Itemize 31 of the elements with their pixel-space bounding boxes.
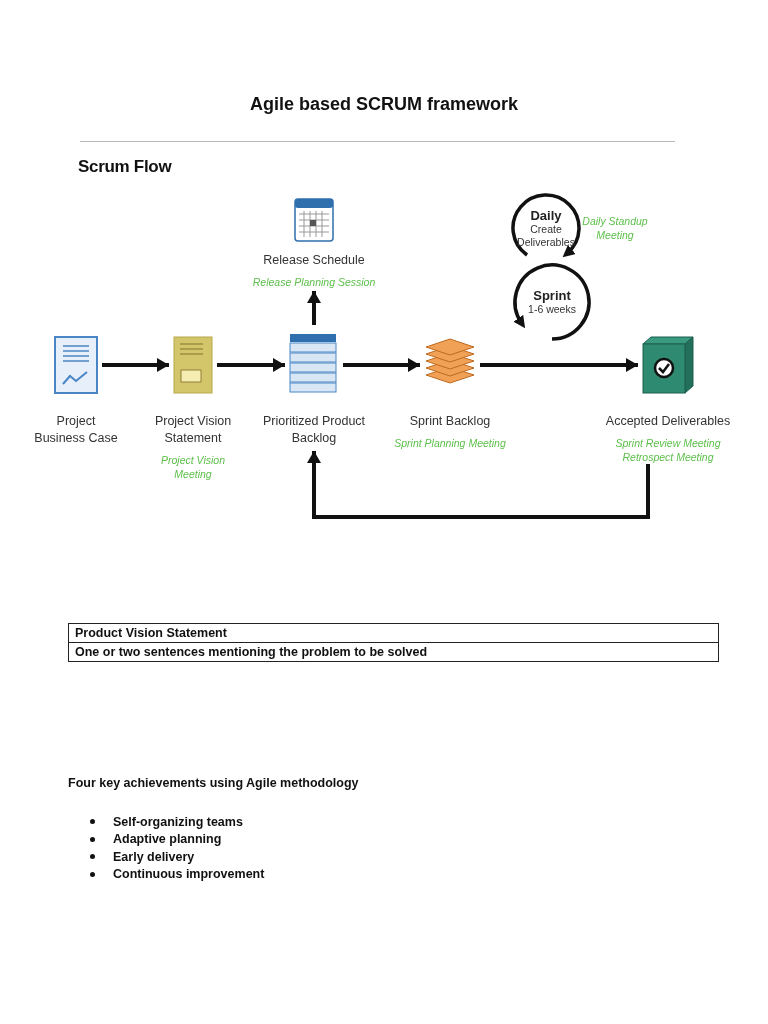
meeting-label: Sprint Planning Meeting bbox=[394, 436, 506, 450]
cycle-label: Create Deliverables bbox=[516, 222, 576, 249]
list-item: Continuous improvement bbox=[113, 867, 265, 882]
meeting-label: Daily Standup Meeting bbox=[581, 214, 649, 242]
arrow bbox=[480, 358, 638, 372]
arrow bbox=[343, 358, 420, 372]
step-label: Project Vision Statement bbox=[153, 413, 233, 447]
cycle-title: Sprint bbox=[533, 288, 571, 303]
page-title: Agile based SCRUM framework bbox=[248, 94, 520, 115]
arrow bbox=[307, 451, 650, 519]
step-label: Prioritized Product Backlog bbox=[262, 413, 366, 447]
arrow bbox=[217, 358, 285, 372]
step-label: Release Schedule bbox=[263, 252, 365, 269]
table-cell-text: Product Vision Statement bbox=[74, 625, 228, 642]
paragraph: Four key achievements using Agile methodology bbox=[68, 776, 359, 790]
list-item: Early delivery bbox=[113, 849, 195, 864]
step-label: Sprint Backlog bbox=[409, 413, 491, 430]
arrow bbox=[102, 358, 169, 372]
meeting-label: Retrospect Meeting bbox=[622, 450, 714, 464]
step-label: Project Business Case bbox=[33, 413, 119, 447]
arrow bbox=[307, 291, 321, 325]
list-item: Self-organizing teams bbox=[113, 814, 243, 829]
step-label: Accepted Deliverables bbox=[605, 413, 731, 430]
cycle-label: 1-6 weeks bbox=[527, 303, 577, 316]
meeting-label: Sprint Review Meeting bbox=[615, 436, 721, 450]
table-cell: One or two sentences mentioning the problem to be solved bbox=[69, 642, 718, 661]
cycle-title: Daily bbox=[530, 207, 562, 223]
section-heading: Scrum Flow bbox=[78, 157, 172, 177]
meeting-label: Project Vision Meeting bbox=[160, 453, 226, 481]
meeting-label: Release Planning Session bbox=[252, 275, 376, 289]
list-item: Adaptive planning bbox=[113, 832, 222, 847]
